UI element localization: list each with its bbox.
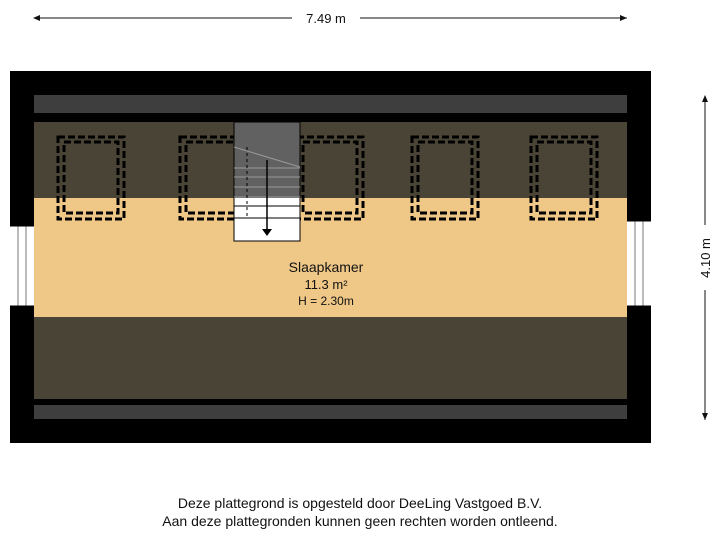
width-dimension: 7.49 m: [33, 11, 627, 26]
room-height: H = 2.30m: [298, 294, 354, 308]
skylight: [529, 135, 599, 221]
room-area: 11.3 m²: [304, 277, 348, 292]
right-window: [627, 220, 651, 307]
skylight: [410, 135, 480, 221]
room-name: Slaapkamer: [289, 259, 364, 275]
footer-line-2: Aan deze plattegronden kunnen geen recht…: [162, 513, 558, 529]
bottom-roof-slope: [34, 317, 627, 399]
top-roof-slope: [34, 122, 627, 198]
height-dimension-label: 4.10 m: [698, 238, 713, 278]
width-dimension-label: 7.49 m: [306, 11, 346, 26]
skylight: [56, 135, 126, 221]
stair-direction-arrow-icon: [262, 229, 272, 236]
staircase: [233, 121, 301, 242]
bottom-eave: [34, 405, 627, 419]
height-dimension: 4.10 m: [698, 95, 713, 420]
left-window: [10, 225, 34, 307]
footer-line-1: Deze plattegrond is opgesteld door DeeLi…: [177, 495, 543, 511]
top-eave: [34, 95, 627, 113]
